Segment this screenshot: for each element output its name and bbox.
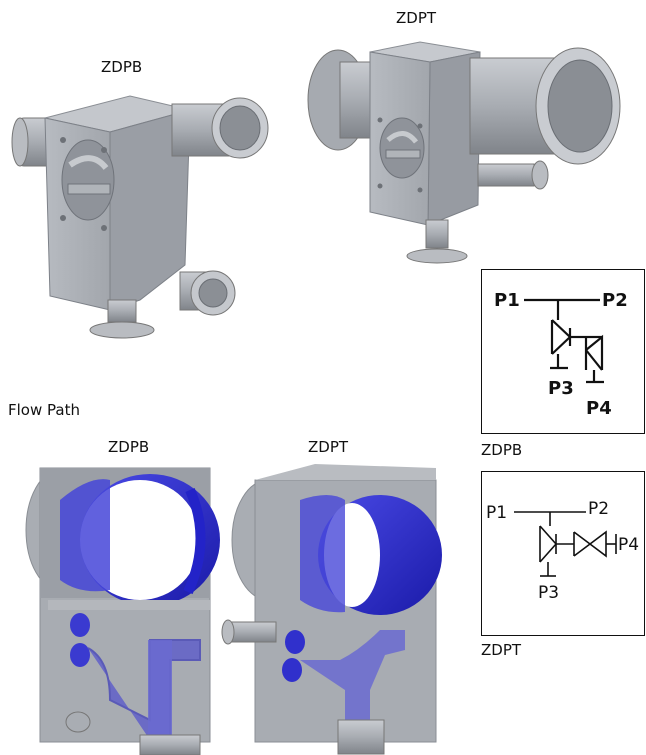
zdpb-title: ZDPB (101, 58, 143, 76)
schematic-zdpt-caption: ZDPT (481, 641, 522, 659)
schem2-p3: P3 (538, 583, 559, 603)
schem2-p2: P2 (588, 499, 609, 519)
flow-zdpt-title: ZDPT (308, 438, 349, 456)
schem2-p1: P1 (486, 503, 507, 523)
flow-zdpb-model (25, 467, 220, 755)
flow-zdpt-model (221, 464, 442, 755)
schem1-p1: P1 (494, 290, 520, 311)
zdpt-title: ZDPT (396, 9, 437, 27)
flow-path-heading: Flow Path (8, 401, 80, 419)
schem1-p3: P3 (548, 378, 574, 399)
flow-zdpb-title: ZDPB (108, 438, 150, 456)
zdpb-model (11, 95, 269, 339)
schematic-zdpb-caption: ZDPB (481, 441, 523, 459)
schem1-p4: P4 (586, 398, 612, 419)
zdpt-model (307, 41, 621, 264)
schem1-p2: P2 (602, 290, 628, 311)
schematic-zdpt: P1 P2 P3 P4 (481, 471, 645, 636)
schem2-p4: P4 (618, 535, 639, 555)
schematic-zdpb: P1 P2 P3 P4 (481, 269, 645, 434)
